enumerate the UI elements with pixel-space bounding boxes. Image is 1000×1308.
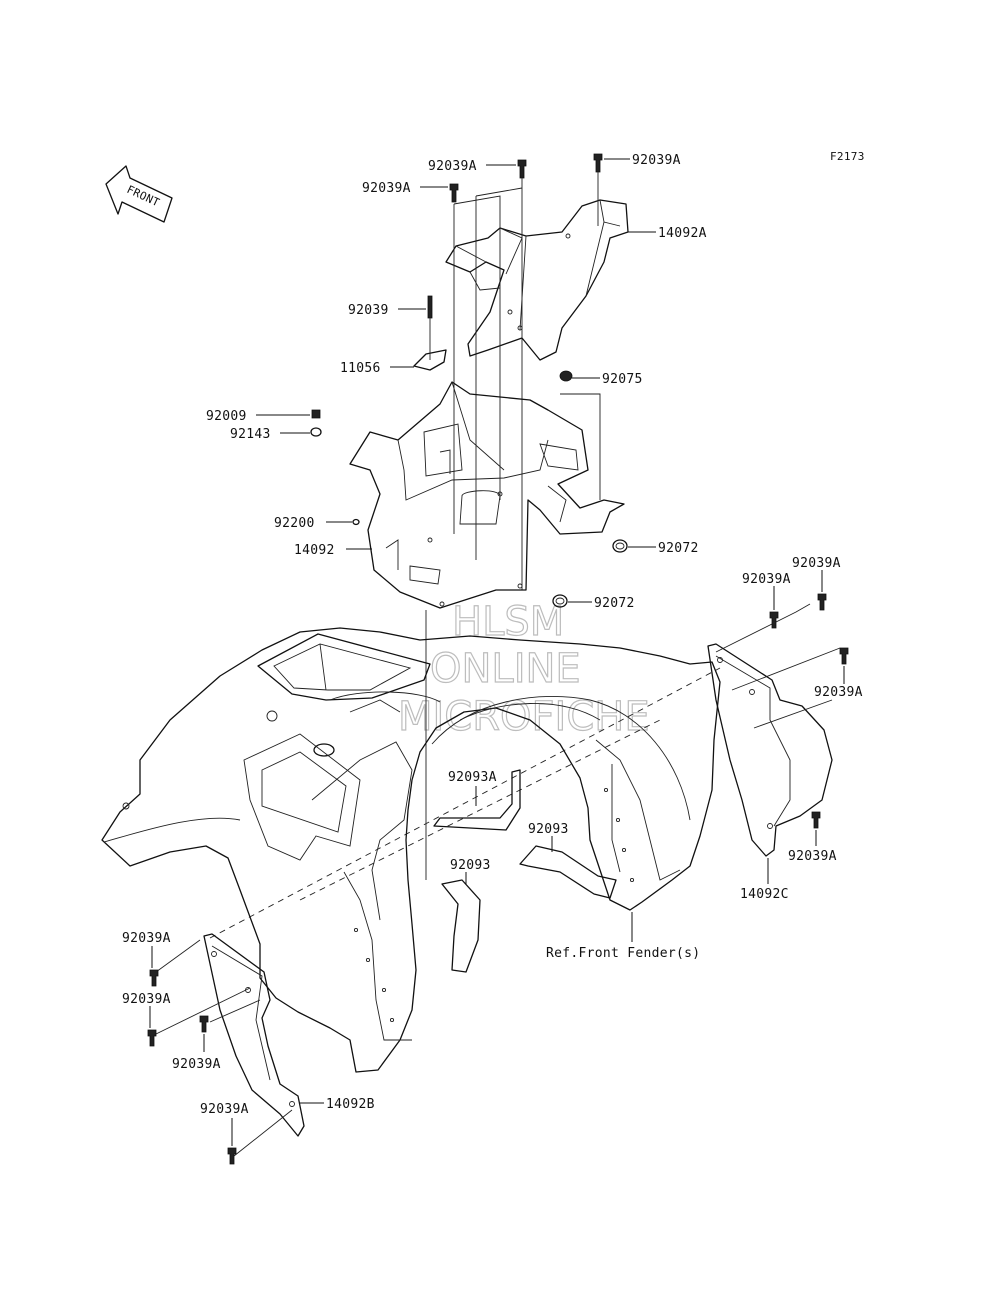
- label-92039a-top-left: 92039A: [362, 181, 411, 196]
- washer-92143: [310, 427, 322, 437]
- front-fender-reference: [101, 627, 721, 1073]
- label-92039a-l2: 92039A: [122, 992, 171, 1007]
- bracket-14092a: [445, 199, 629, 361]
- panel-14092c: [707, 603, 841, 857]
- label-92075: 92075: [602, 372, 643, 387]
- panel-14092b: [155, 933, 305, 1157]
- grommet-92072-b: [552, 594, 568, 608]
- guard-92093-a: [519, 845, 617, 899]
- label-92039a-r3: 92039A: [814, 685, 863, 700]
- label-14092: 14092: [294, 543, 335, 558]
- label-92009: 92009: [206, 409, 247, 424]
- figure-code: F2173: [830, 150, 865, 163]
- clips-left: [147, 969, 237, 1165]
- label-92200: 92200: [274, 516, 315, 531]
- clip-92039a-top-center: [517, 159, 527, 179]
- reference-note: Ref.Front Fender(s): [546, 946, 700, 961]
- grommet-92072-a: [612, 539, 628, 553]
- label-92039a-top-right: 92039A: [632, 153, 681, 168]
- label-92039a-r1: 92039A: [742, 572, 791, 587]
- label-92039a-r2: 92039A: [792, 556, 841, 571]
- label-92039a-l3: 92039A: [172, 1057, 221, 1072]
- label-14092b: 14092B: [326, 1097, 375, 1112]
- watermark: HLSM ONLINE MICROFICHE: [397, 598, 650, 740]
- clip-92039a-top-left: [449, 183, 459, 203]
- front-arrow-icon: FRONT: [105, 165, 173, 223]
- bracket-11056: [413, 349, 447, 371]
- watermark-line-2: ONLINE: [430, 646, 581, 692]
- leader-lines: [149, 158, 845, 1146]
- label-92039a-r4: 92039A: [788, 849, 837, 864]
- watermark-line-3: MICROFICHE: [398, 694, 650, 740]
- clip-92039a-top-right: [593, 153, 603, 173]
- grommet-92075: [559, 370, 573, 382]
- clips-right: [769, 593, 849, 829]
- label-14092c: 14092C: [740, 887, 789, 902]
- assembly-guides: [425, 172, 601, 880]
- tray-14092: [349, 381, 625, 609]
- label-92039a-l4: 92039A: [200, 1102, 249, 1117]
- guard-92093a: [433, 769, 521, 831]
- label-92039a-l1: 92039A: [122, 931, 171, 946]
- part-labels: 92039A 92039A 92039A 14092A 92039 11056 …: [122, 153, 863, 1117]
- label-92093-b: 92093: [450, 858, 491, 873]
- label-92143: 92143: [230, 427, 271, 442]
- label-92039: 92039: [348, 303, 389, 318]
- label-11056: 11056: [340, 361, 381, 376]
- label-92093-a: 92093: [528, 822, 569, 837]
- rivet-92039: [427, 295, 433, 319]
- label-92039a-top-center: 92039A: [428, 159, 477, 174]
- bolt-92009: [311, 409, 321, 419]
- nut-92200: [352, 518, 360, 526]
- label-92072-a: 92072: [658, 541, 699, 556]
- label-92072-b: 92072: [594, 596, 635, 611]
- label-14092a: 14092A: [658, 226, 707, 241]
- label-92093a: 92093A: [448, 770, 497, 785]
- watermark-line-1: HLSM: [452, 599, 564, 645]
- guard-92093-b: [441, 879, 481, 973]
